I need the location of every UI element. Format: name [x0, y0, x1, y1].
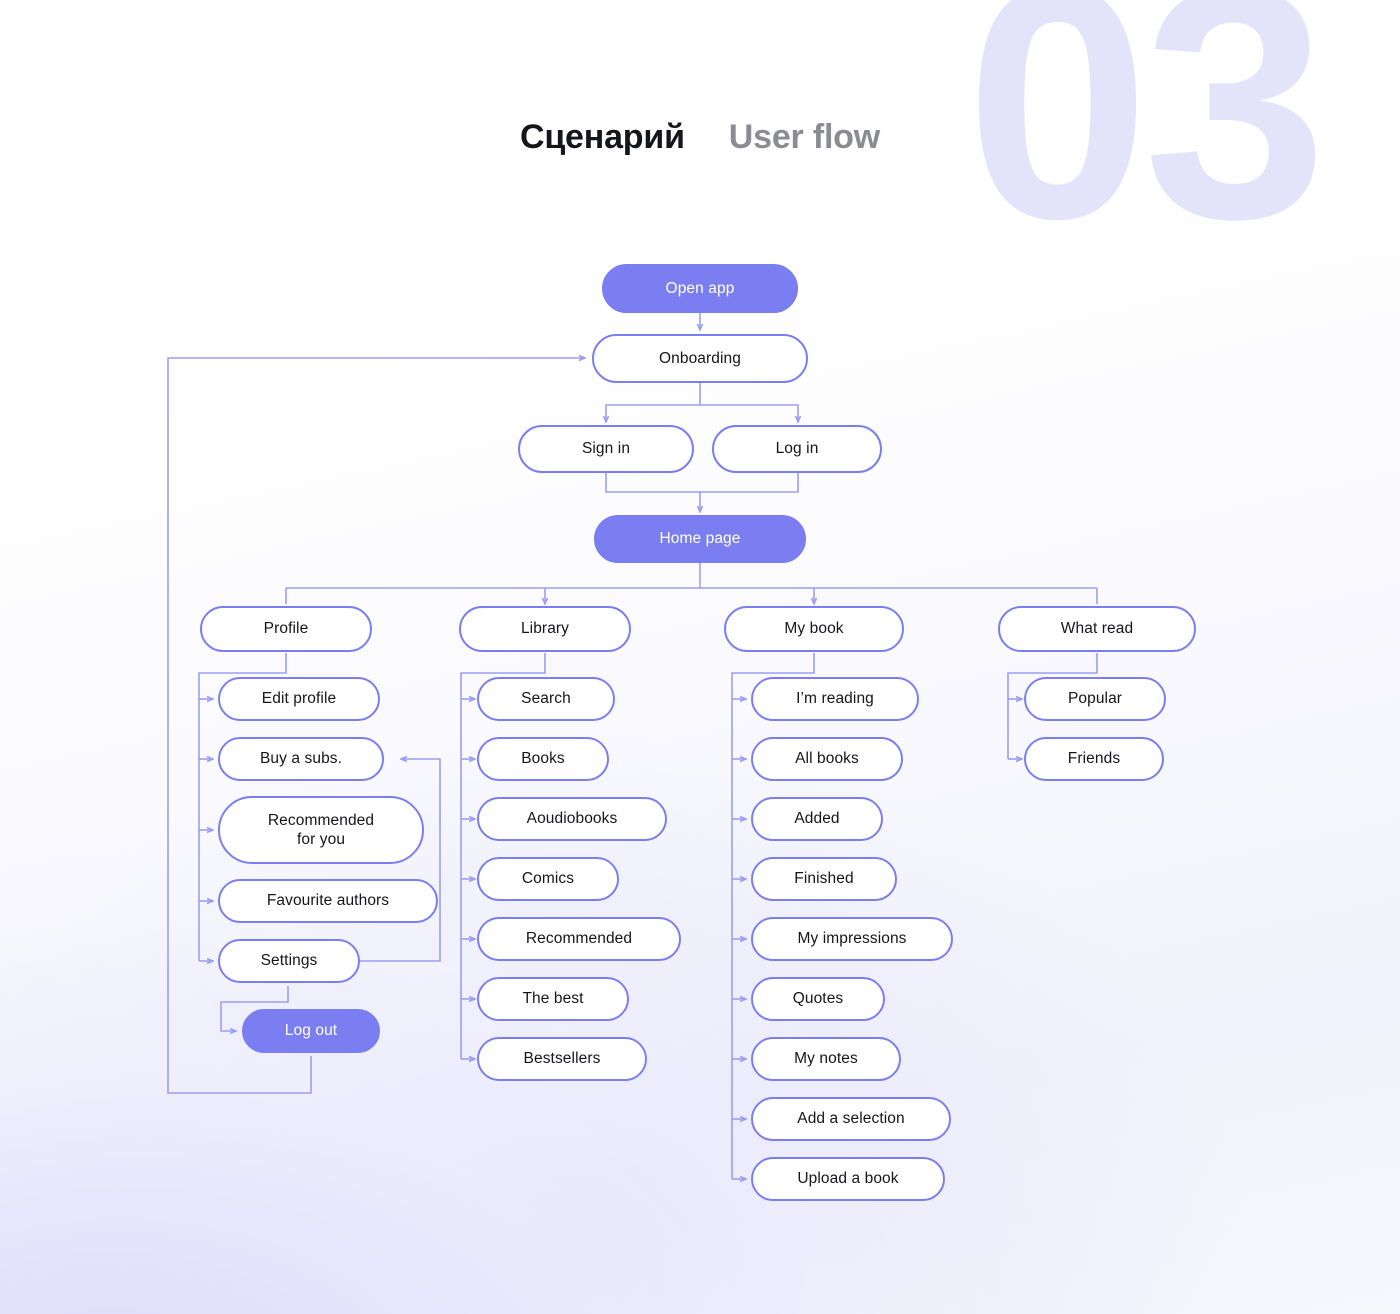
- page-title-main: Сценарий: [519, 118, 685, 156]
- node-my-notes[interactable]: My notes: [751, 1037, 901, 1081]
- node-the-best[interactable]: The best: [477, 977, 629, 1021]
- page-title: Сценарий User flow: [0, 118, 1400, 157]
- wire-signin-home: [605, 473, 700, 512]
- wire-login-home: [700, 473, 799, 493]
- node-sign-in[interactable]: Sign in: [518, 425, 694, 473]
- page-title-sub: User flow: [728, 118, 880, 156]
- node-my-impressions[interactable]: My impressions: [751, 917, 953, 961]
- node-favourite-authors[interactable]: Favourite authors: [218, 879, 438, 923]
- node-upload-a-book[interactable]: Upload a book: [751, 1157, 945, 1201]
- node-popular[interactable]: Popular: [1024, 677, 1166, 721]
- node-im-reading[interactable]: I’m reading: [751, 677, 919, 721]
- node-branch-what-read[interactable]: What read: [998, 606, 1196, 652]
- node-settings[interactable]: Settings: [218, 939, 360, 983]
- node-edit-profile[interactable]: Edit profile: [218, 677, 380, 721]
- node-aoudiobooks[interactable]: Aoudiobooks: [477, 797, 667, 841]
- node-quotes[interactable]: Quotes: [751, 977, 885, 1021]
- node-branch-library[interactable]: Library: [459, 606, 631, 652]
- node-comics[interactable]: Comics: [477, 857, 619, 901]
- node-finished[interactable]: Finished: [751, 857, 897, 901]
- node-branch-profile[interactable]: Profile: [200, 606, 372, 652]
- wire-onboarding-signin: [606, 383, 701, 422]
- node-books[interactable]: Books: [477, 737, 609, 781]
- section-number-watermark: 03: [966, 0, 1327, 287]
- node-open-app[interactable]: Open app: [602, 264, 798, 313]
- node-search[interactable]: Search: [477, 677, 615, 721]
- node-recommended[interactable]: Recommended: [477, 917, 681, 961]
- node-onboarding[interactable]: Onboarding: [592, 334, 808, 383]
- node-recommended-for-you[interactable]: Recommended for you: [218, 796, 424, 864]
- node-log-in[interactable]: Log in: [712, 425, 882, 473]
- node-buy-a-subs[interactable]: Buy a subs.: [218, 737, 384, 781]
- node-all-books[interactable]: All books: [751, 737, 903, 781]
- node-log-out[interactable]: Log out: [242, 1009, 380, 1053]
- node-add-a-selection[interactable]: Add a selection: [751, 1097, 951, 1141]
- wire-onboarding-login: [700, 404, 798, 422]
- node-home-page[interactable]: Home page: [594, 515, 806, 563]
- node-added[interactable]: Added: [751, 797, 883, 841]
- node-friends[interactable]: Friends: [1024, 737, 1164, 781]
- node-bestsellers[interactable]: Bestsellers: [477, 1037, 647, 1081]
- node-branch-my-book[interactable]: My book: [724, 606, 904, 652]
